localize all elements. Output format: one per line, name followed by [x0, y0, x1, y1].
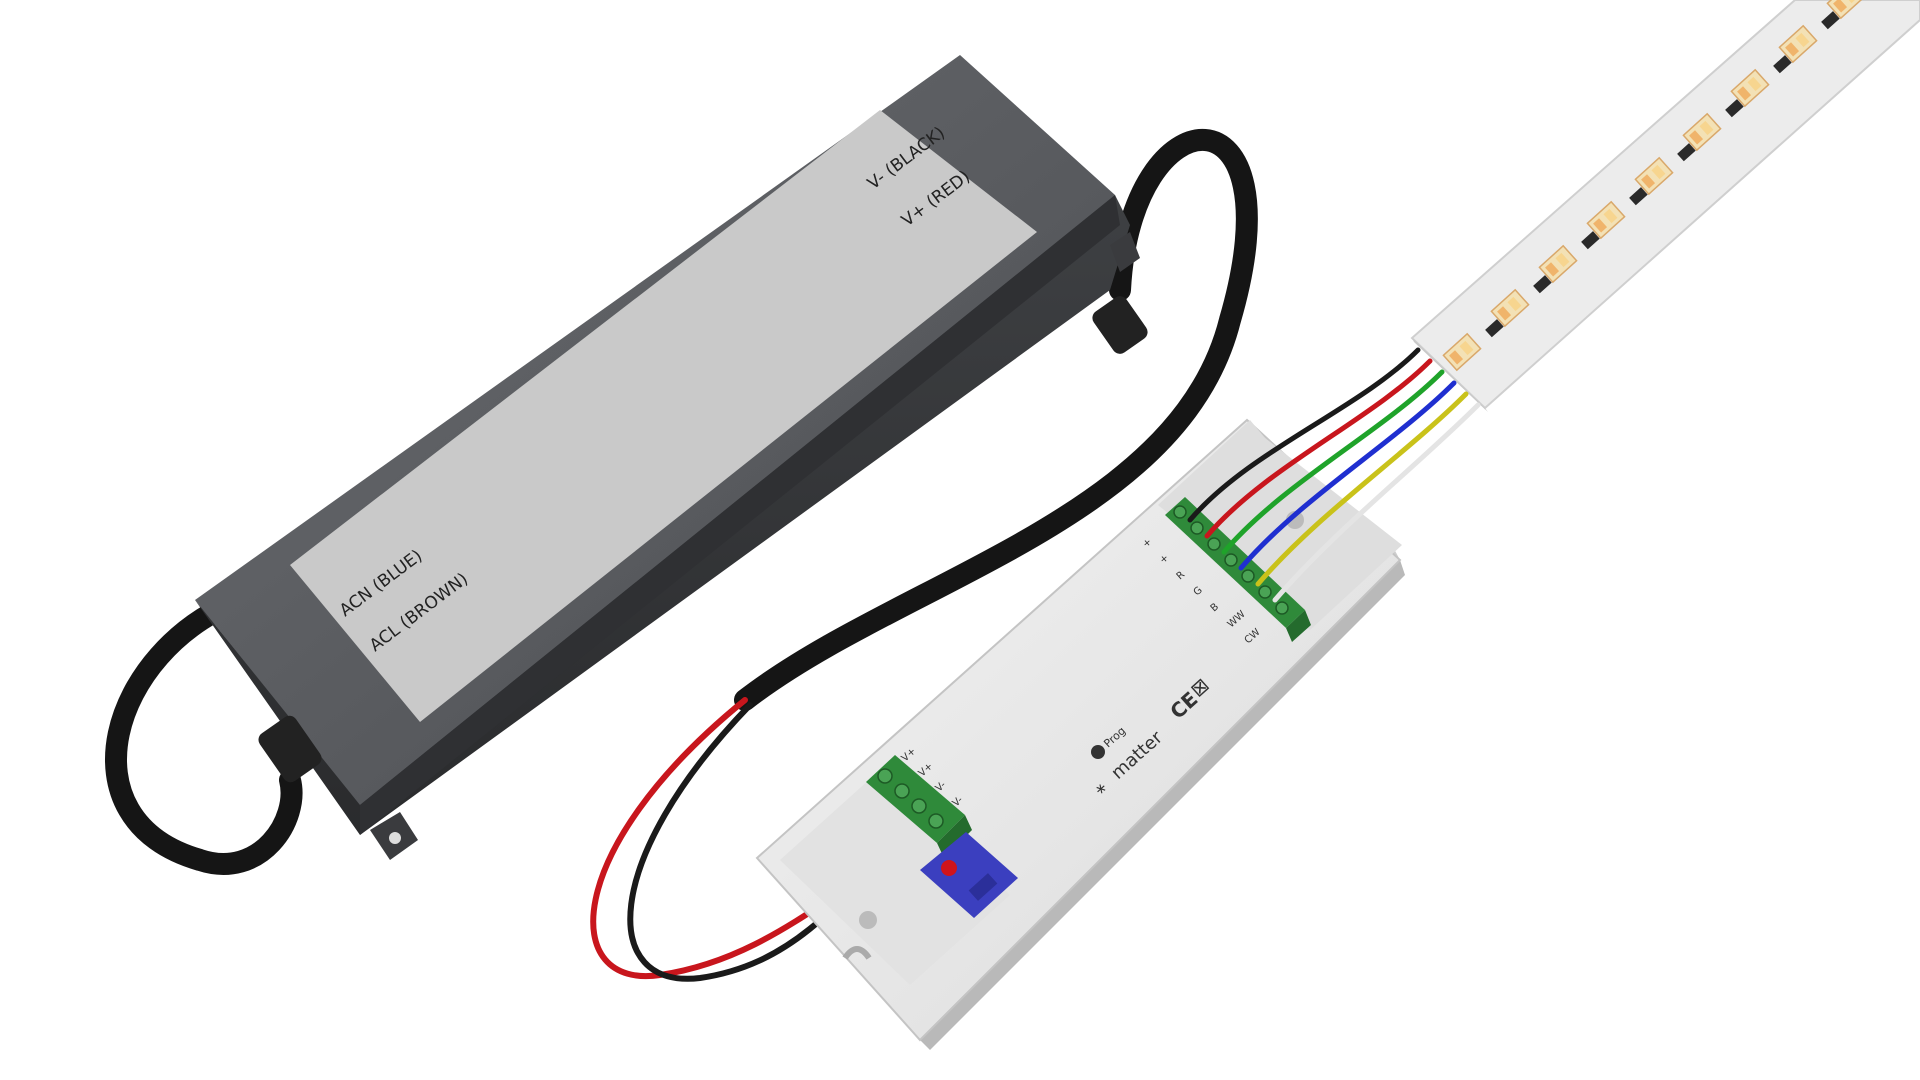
wire-yellow-output: [1255, 391, 1469, 587]
led-resistor: [1773, 55, 1792, 74]
terminal-screw[interactable]: [1224, 553, 1238, 567]
led-chip: [1730, 55, 1792, 108]
terminal-screw[interactable]: [1190, 521, 1204, 535]
terminal-screw[interactable]: [1258, 585, 1272, 599]
output-terminal-block: [1165, 497, 1311, 642]
terminal-screw[interactable]: [1207, 537, 1221, 551]
output-wires: [1187, 347, 1481, 603]
psu-mount-tab: [1110, 232, 1140, 272]
psu-output-cable: [734, 128, 1258, 711]
wire-blue-output: [1238, 380, 1457, 571]
terminal-screw[interactable]: [928, 813, 944, 829]
controller-pcb: [920, 832, 1018, 918]
led-resistor: [1581, 231, 1600, 250]
led-resistor: [1629, 187, 1648, 206]
terminal-screw[interactable]: [911, 798, 927, 814]
led-chip: [1586, 187, 1648, 240]
psu-cable-gland: [1092, 296, 1148, 354]
terminal-screw[interactable]: [1173, 505, 1187, 519]
psu-input-cable: [105, 589, 303, 875]
pcb-component: [968, 873, 998, 901]
strip-pcb: [1410, 0, 1920, 410]
led-chip: [1778, 11, 1840, 64]
led-chip: [1442, 319, 1504, 372]
led-chip: [1682, 99, 1744, 152]
led-resistor: [1821, 11, 1840, 30]
power-supply: V- (BLACK) V+ (RED) ACN (BLUE) ACL (BROW…: [195, 55, 1148, 860]
wire-black-output: [1187, 347, 1421, 523]
led-chip: [1634, 143, 1696, 196]
wire-red-output: [1204, 358, 1433, 539]
wire-white-output: [1272, 402, 1481, 603]
terminal-screw[interactable]: [1241, 569, 1255, 583]
led-chip: [1538, 231, 1600, 284]
prog-led: [1091, 745, 1105, 759]
led-chip: [1826, 0, 1866, 20]
psu-label: [290, 110, 1037, 722]
terminal-screw[interactable]: [894, 783, 910, 799]
controller-mount-hole: [859, 911, 877, 929]
input-terminal-block: [866, 755, 972, 858]
led-resistor: [1485, 319, 1504, 338]
prog-button[interactable]: [941, 860, 957, 876]
led-resistor: [1725, 99, 1744, 118]
led-chip: [1490, 275, 1552, 328]
controller-mount-slot: [842, 946, 872, 960]
wire-green-output: [1221, 369, 1445, 555]
led-strip: [1410, 0, 1920, 412]
led-resistor: [1533, 275, 1552, 294]
terminal-screw[interactable]: [877, 768, 893, 784]
terminal-screw[interactable]: [1275, 601, 1289, 615]
led-resistor: [1677, 143, 1696, 162]
psu-cable-gland: [258, 715, 322, 783]
